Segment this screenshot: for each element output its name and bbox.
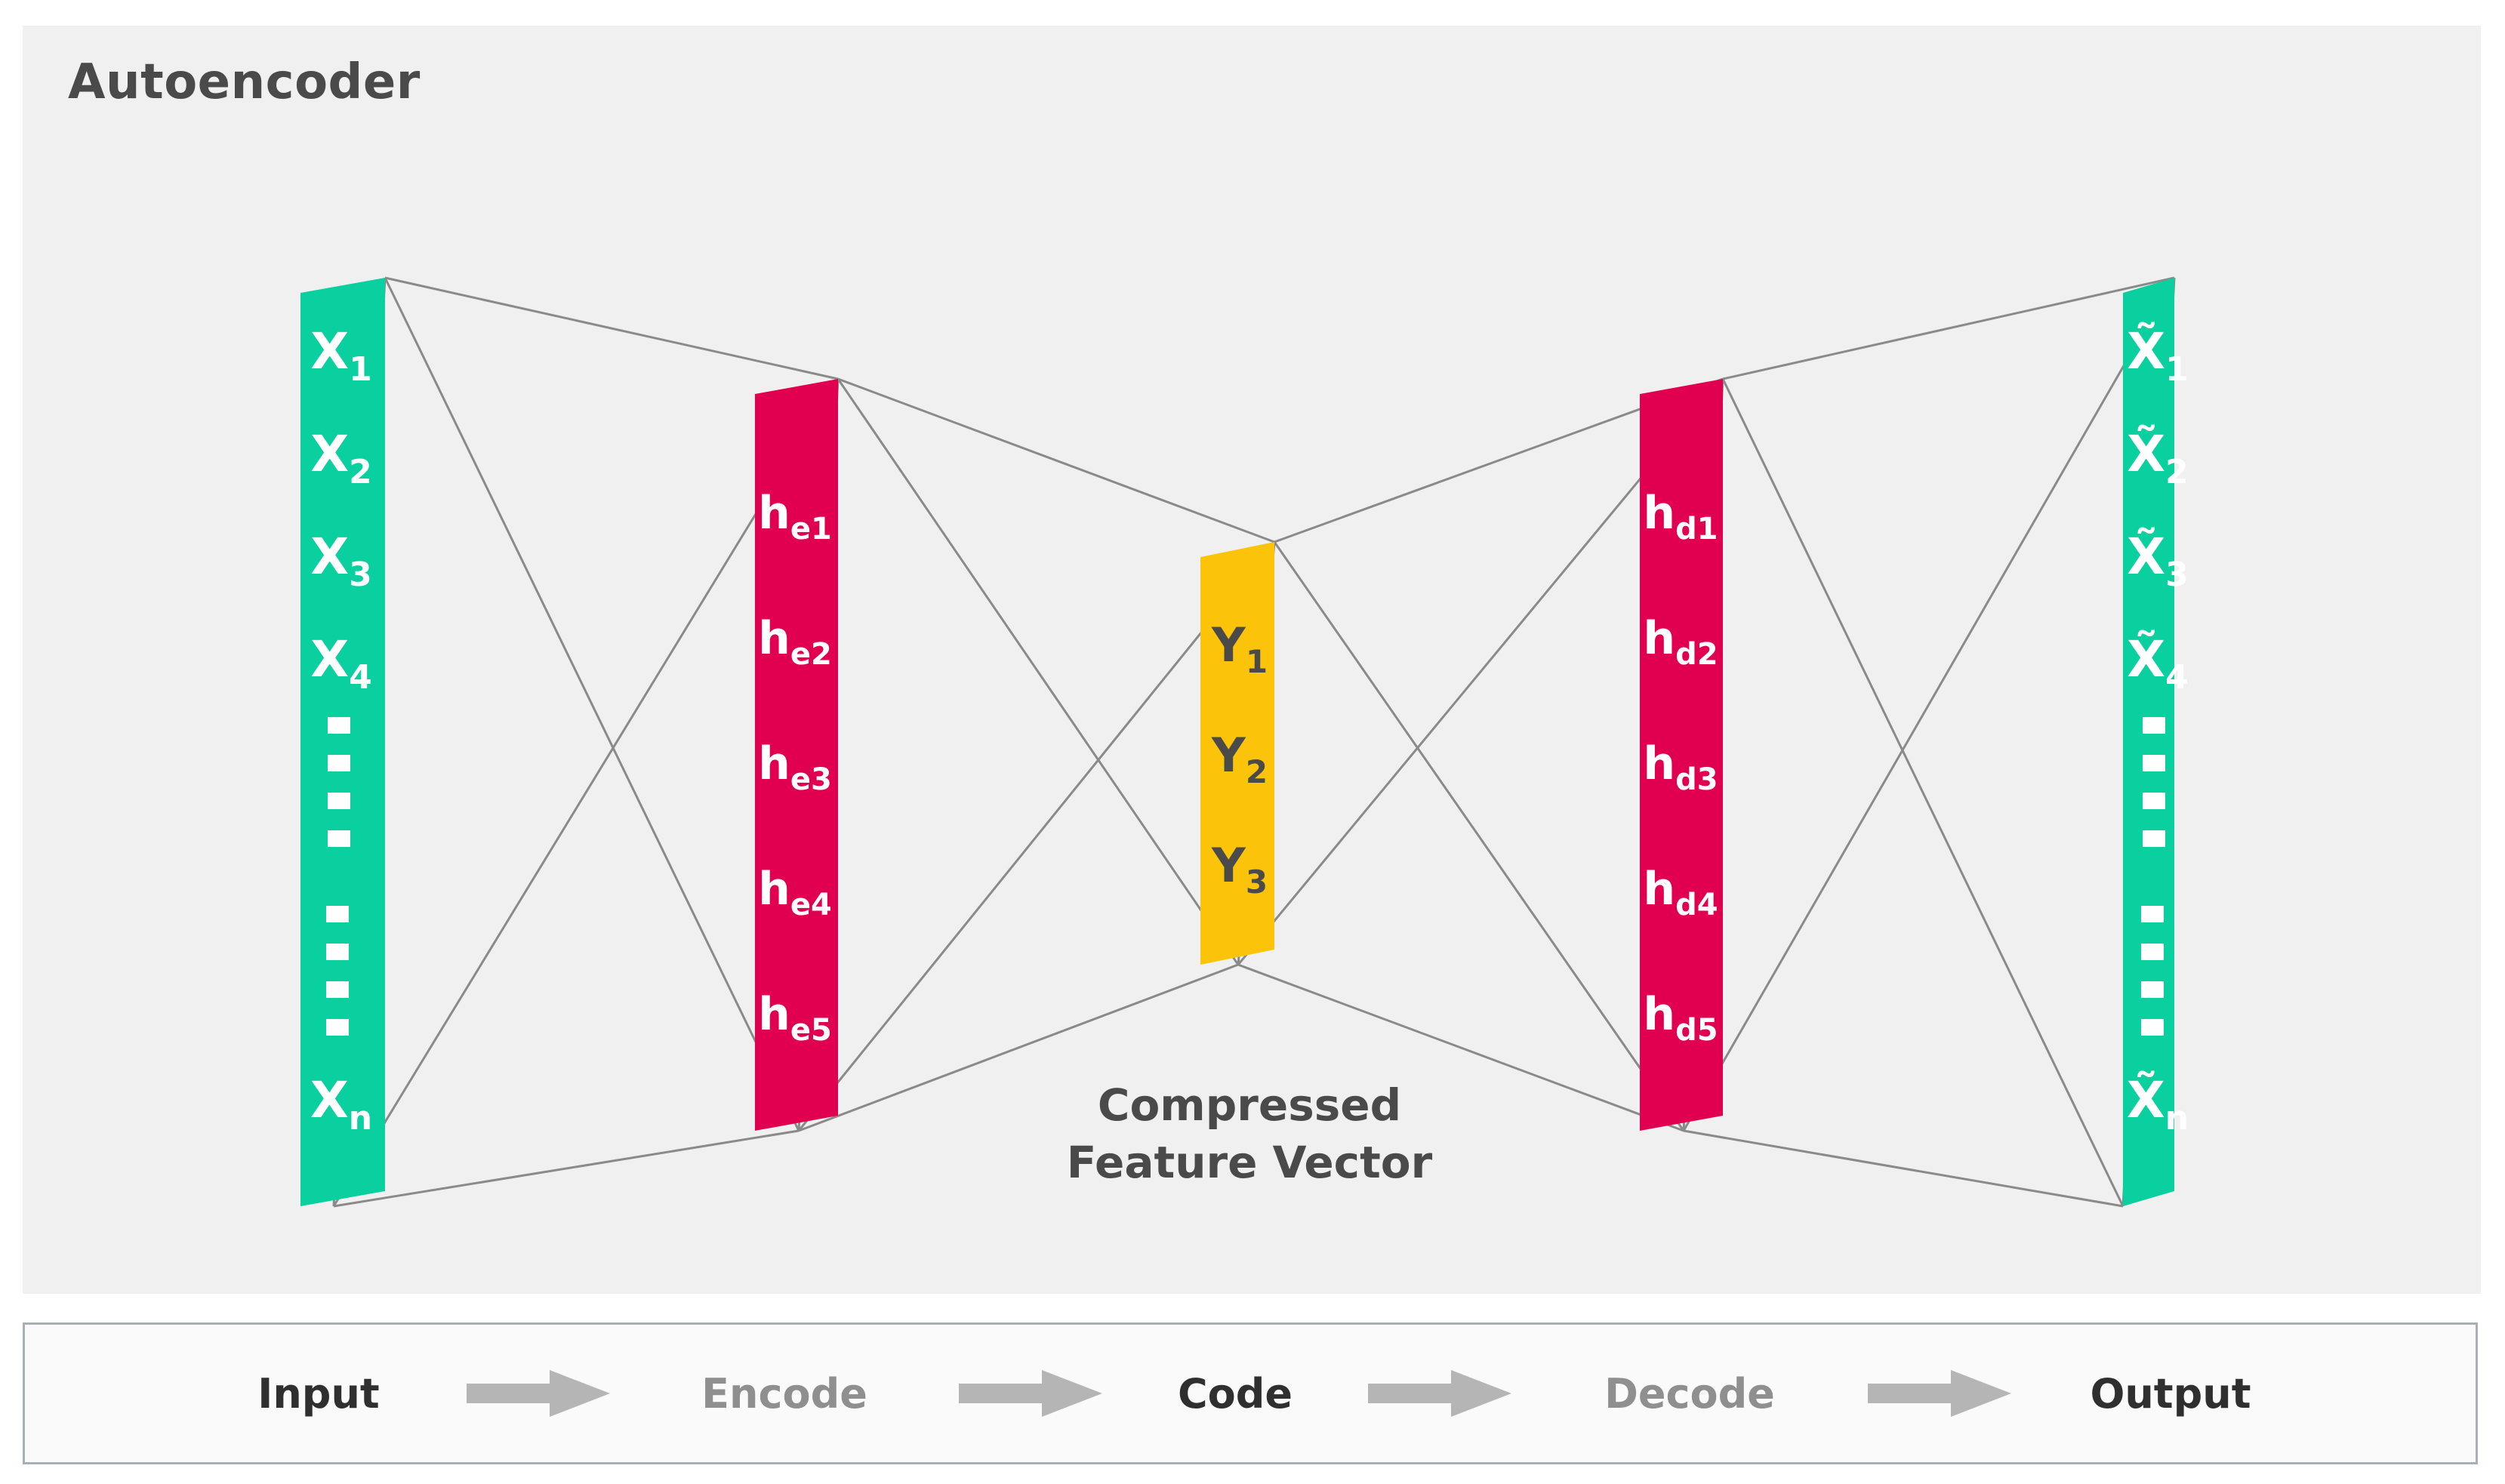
- right-arrow-icon: [467, 1370, 610, 1417]
- legend-step-encode: Encode: [701, 1369, 867, 1418]
- output-node-label: X̃3: [2127, 527, 2189, 594]
- input-ellipsis-lower: [326, 906, 349, 1036]
- legend-step-input: Input: [257, 1369, 380, 1418]
- encoder-node-label: he3: [758, 737, 832, 797]
- pipeline-legend: Input Encode Code Decode Output: [23, 1322, 2478, 1464]
- connections-decoder-to-output: [1682, 276, 2176, 1208]
- output-node-label: X̃1: [2127, 322, 2189, 389]
- legend-step-decode: Decode: [1604, 1369, 1775, 1418]
- legend-step-code: Code: [1177, 1369, 1293, 1418]
- output-node-label: X̃2: [2127, 424, 2189, 491]
- layer-input[interactable]: X1 X2 X3 X4 Xn: [300, 278, 385, 1206]
- right-arrow-icon: [1868, 1370, 2011, 1417]
- input-node-label: X2: [310, 425, 372, 491]
- encoder-hidden-layer-bar[interactable]: [755, 379, 838, 1131]
- legend-step-output: Output: [2090, 1369, 2251, 1418]
- autoencoder-network-diagram: X1 X2 X3 X4 Xn he1: [300, 276, 2189, 1208]
- output-node-label: X̃4: [2127, 630, 2189, 697]
- input-node-label: X4: [310, 630, 372, 697]
- input-layer-bar[interactable]: [300, 278, 385, 1206]
- output-node-label: X̃n: [2127, 1070, 2189, 1138]
- right-arrow-icon: [959, 1370, 1102, 1417]
- page-title: Autoencoder: [68, 54, 421, 110]
- caption-line-2: Feature Vector: [1067, 1137, 1433, 1188]
- output-layer-bar[interactable]: [2123, 278, 2174, 1206]
- layer-encoder-hidden[interactable]: he1 he2 he3 he4 he5: [755, 379, 838, 1131]
- layer-code[interactable]: Y1 Y2 Y3: [1200, 542, 1274, 965]
- layer-decoder-hidden[interactable]: hd1 hd2 hd3 hd4 hd5: [1640, 379, 1723, 1131]
- output-ellipsis-lower: [2141, 906, 2164, 1036]
- input-ellipsis-upper: [328, 717, 350, 847]
- compressed-feature-vector-caption: Compressed Feature Vector: [1067, 1079, 1433, 1188]
- caption-line-1: Compressed: [1098, 1079, 1401, 1131]
- right-arrow-icon: [1368, 1370, 1511, 1417]
- output-ellipsis-upper: [2143, 717, 2165, 847]
- code-node-label: Y3: [1211, 838, 1268, 901]
- decoder-hidden-layer-bar[interactable]: [1640, 379, 1723, 1131]
- input-node-label: Xn: [310, 1071, 372, 1138]
- layer-output[interactable]: X̃1 X̃2 X̃3 X̃4 X̃n: [2123, 278, 2189, 1206]
- code-layer-bar[interactable]: [1200, 542, 1274, 965]
